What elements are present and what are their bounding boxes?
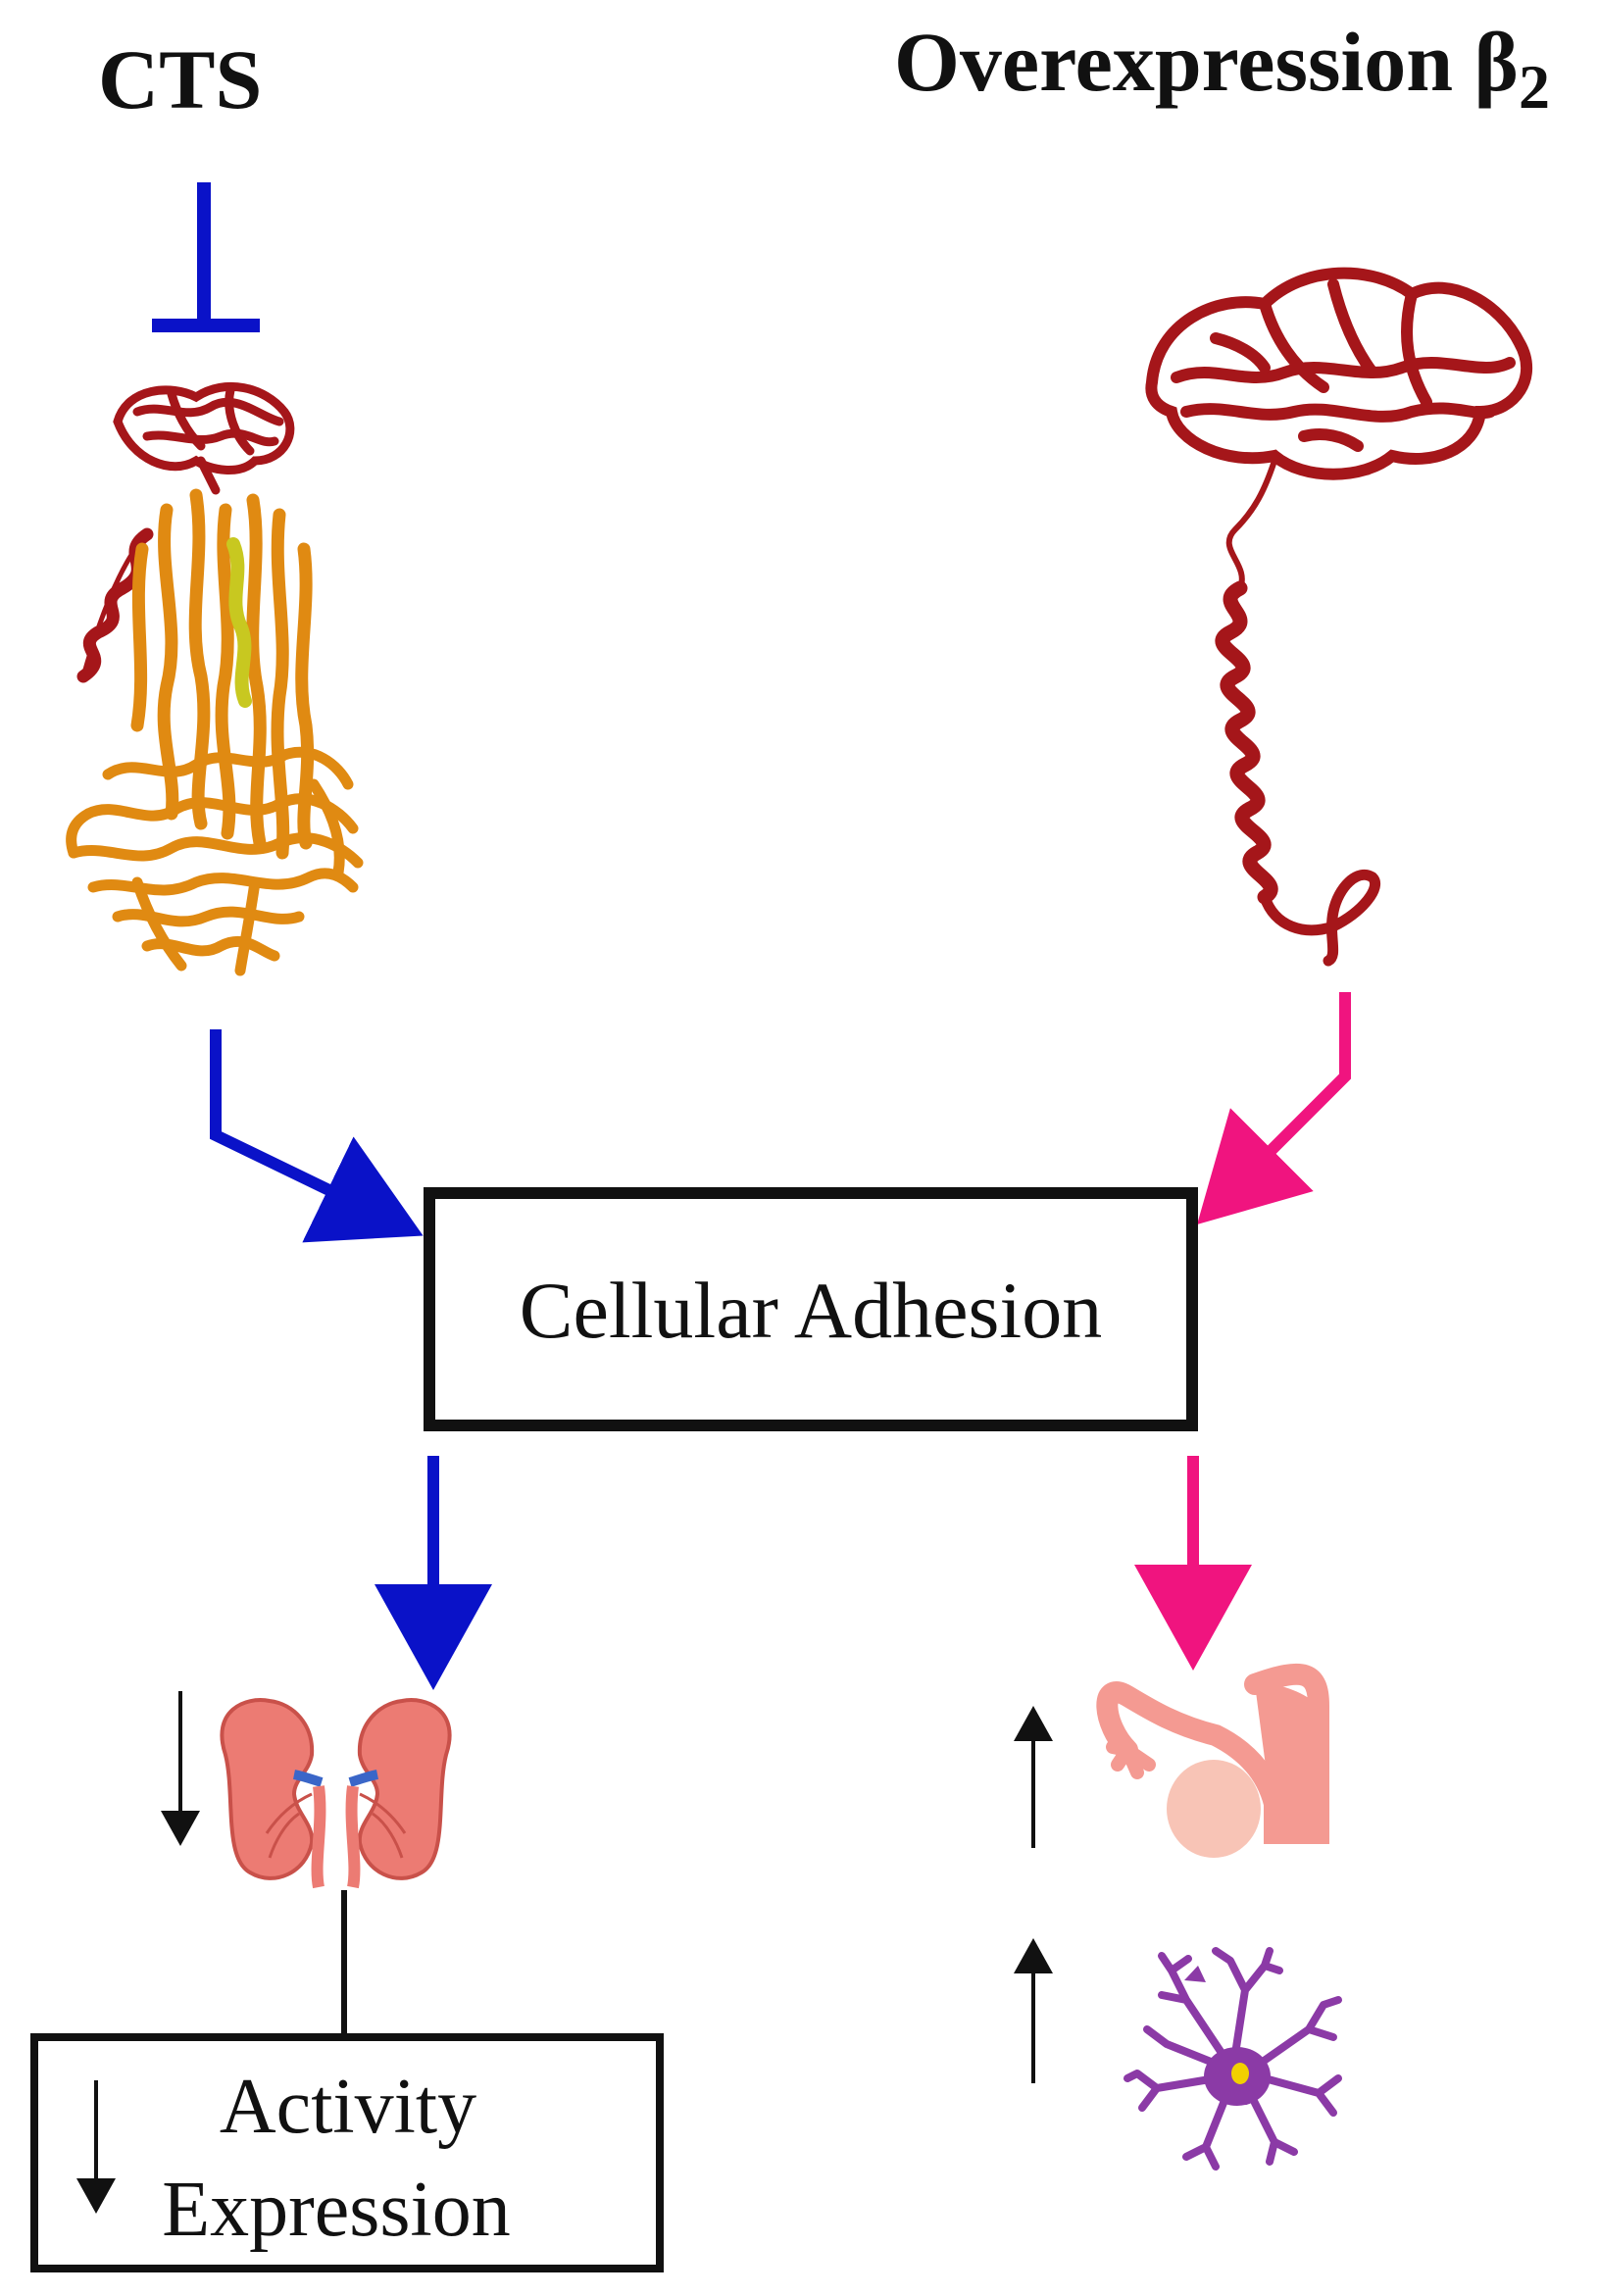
neuron-icon [1124,1947,1342,2171]
activity-label: Activity [220,2064,476,2150]
neuron-axon-tip [1184,1966,1206,1982]
beta2-head [1145,267,1533,480]
cts-title: CTS [98,32,262,126]
beta2-protein-icon [1145,267,1533,967]
expression-label: Expression [162,2167,511,2253]
cts-to-adhesion-arrow [210,1029,424,1243]
cellular-adhesion-box [424,1187,1198,1431]
uterus-ovary-icon [1096,1663,1329,1858]
overexpression-title-main: Overexpression β [894,15,1519,109]
activity-expression-box [30,2033,664,2272]
atpase-protein-icon [66,381,364,976]
alpha-subunit-cytoplasmic [66,746,364,976]
beta2-tail [1259,870,1380,967]
overexpression-title: Overexpression β2 [894,15,1550,122]
ovary [1167,1760,1261,1858]
fimbriae [1106,1740,1156,1779]
beta2-linker [1225,458,1277,591]
neuron-nucleus [1231,2063,1249,2084]
inhibition-bar [152,182,260,332]
overexpression-subscript: 2 [1519,52,1550,122]
cellular-adhesion-label: Cellular Adhesion [520,1266,1102,1355]
beta-subunit-head [113,381,295,495]
beta2-helix [1215,580,1278,905]
kidney-icon [220,1698,452,1889]
alpha-subunit-highlight [226,537,252,708]
alpha-subunit-body [130,488,315,860]
beta2-to-adhesion-arrow [1197,992,1351,1224]
